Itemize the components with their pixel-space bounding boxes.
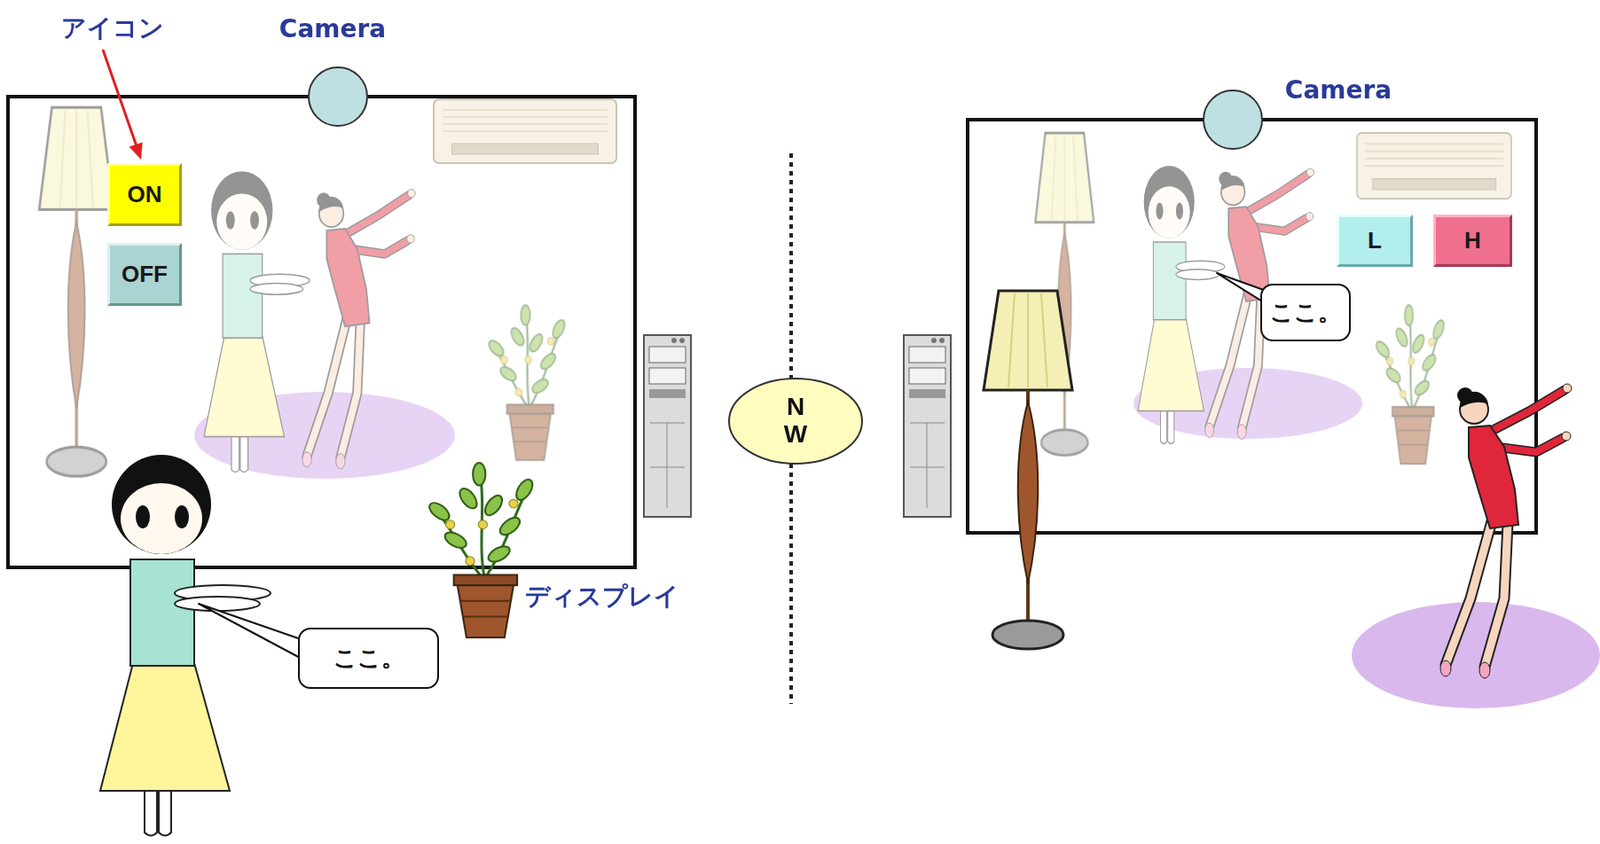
dancer-figure (1440, 384, 1572, 679)
camera-symbol (308, 67, 368, 126)
node-text: H (1464, 227, 1482, 255)
pointer-arrowhead (129, 141, 143, 160)
text-stack: N W (784, 393, 808, 449)
remote-video-image (1035, 133, 1512, 464)
camera-label: Camera (1285, 75, 1392, 105)
person-figure (100, 454, 271, 837)
ellipse-shape (729, 378, 863, 464)
bubble-tail (198, 603, 304, 660)
node-text: ON (127, 180, 163, 209)
icon-label: アイコン (61, 11, 165, 46)
node-text: OFF (121, 260, 168, 289)
icon-button: ON (107, 163, 182, 227)
network-ellipse: N W (727, 376, 864, 466)
text-stack: OFF (121, 260, 168, 289)
camera-label: Camera (279, 14, 386, 44)
camera-symbol (1203, 90, 1263, 150)
text-stack: L (1367, 227, 1382, 255)
speech-bubble: ここ。 (298, 627, 440, 690)
node-text: ここ。 (333, 643, 405, 675)
lamp-figure (983, 290, 1073, 650)
display-frame (7, 96, 636, 568)
node-text: ここ。 (1270, 297, 1342, 329)
floor-spot (1351, 602, 1600, 709)
plant-figure (426, 462, 536, 638)
text-stack: ON (127, 180, 163, 209)
node-text: L (1367, 227, 1382, 255)
display-screen (7, 96, 636, 568)
text-stack: H (1464, 227, 1482, 255)
pointer-arrow (102, 49, 137, 147)
text-stack: ここ。 (1270, 297, 1342, 329)
text-stack: ここ。 (333, 643, 405, 675)
display-label: ディスプレイ (525, 580, 680, 614)
icon-button: H (1433, 214, 1513, 267)
node-text: N W (784, 393, 808, 449)
server-symbol (903, 335, 951, 518)
speech-bubble: ここ。 (1260, 283, 1351, 342)
icon-button: OFF (107, 243, 182, 306)
icon-button: L (1336, 214, 1413, 267)
server-symbol (643, 335, 691, 518)
remote-video-image (39, 99, 617, 479)
